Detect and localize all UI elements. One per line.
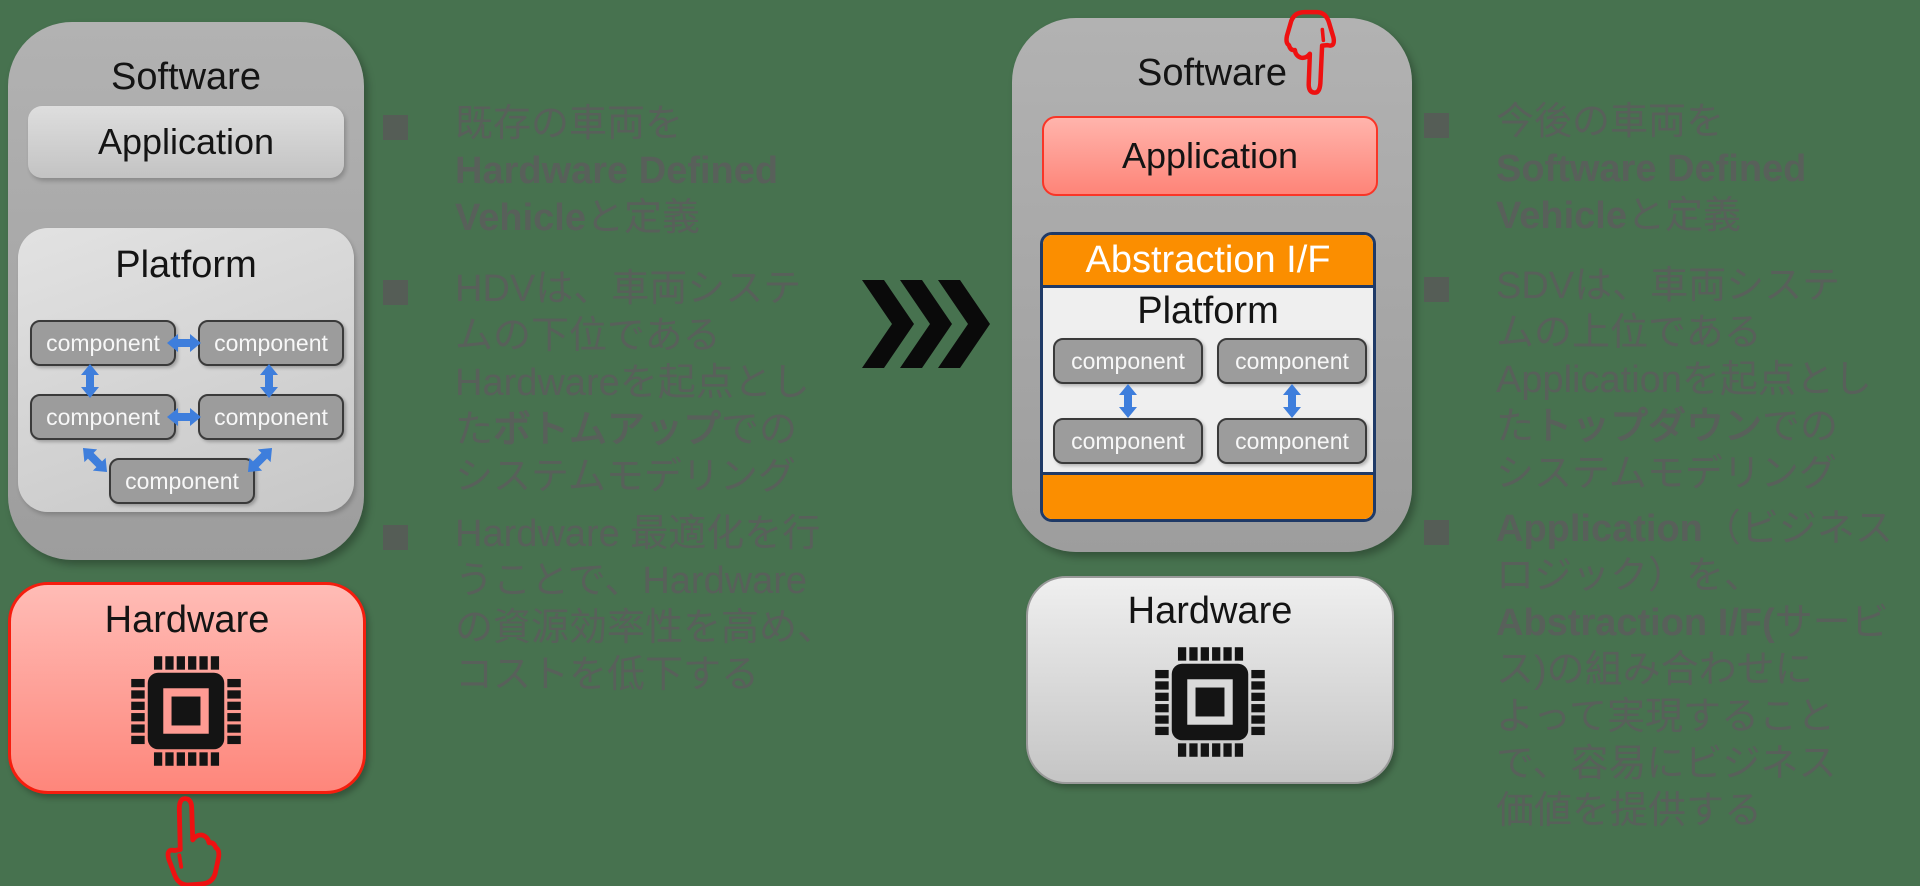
right-bullet-3: Application（ビジネス ロジック）を、 Abstraction I/F… — [1424, 506, 1920, 835]
left-bullet-3: Hardware 最適化を行 うことで、Hardware の資源効率性を高め、 … — [383, 511, 923, 699]
bullet-text: SDVは、車両システ ムの上位である Applicationを起点とし たトップ… — [1496, 265, 1872, 495]
abstraction-if-label: Abstraction I/F — [1043, 235, 1373, 288]
bullet-square-icon — [1424, 277, 1449, 302]
bullet-text: 今後の車両を Software Defined Vehicleと定義 — [1496, 101, 1807, 237]
left-software-title: Software — [111, 56, 261, 98]
arrow-right-v2-icon — [1281, 383, 1303, 419]
right-hardware-box: Hardware — [1026, 576, 1394, 784]
left-hardware-title: Hardware — [104, 599, 270, 641]
left-component-3: component — [30, 394, 176, 440]
chevron-right-icon — [900, 280, 952, 368]
left-bullet-1: 既存の車両を Hardware Defined Vehicleと定義 — [383, 101, 923, 242]
arrow-left-h2-icon — [166, 406, 202, 428]
cpu-chip-icon — [1155, 647, 1265, 757]
right-software-title: Software — [1137, 52, 1287, 94]
left-hardware-box: Hardware — [8, 582, 366, 794]
arrow-left-v1-icon — [79, 363, 101, 399]
right-component-1: component — [1053, 338, 1203, 384]
left-component-4: component — [198, 394, 344, 440]
left-component-1: component — [30, 320, 176, 366]
cpu-chip-icon — [131, 656, 241, 766]
bullet-square-icon — [1424, 113, 1449, 138]
right-platform-title: Platform — [1137, 290, 1279, 332]
chevron-right-icon — [862, 280, 914, 368]
arrow-left-v2-icon — [258, 363, 280, 399]
right-application-box: Application — [1042, 116, 1378, 196]
pointing-hand-down-icon — [1284, 9, 1337, 95]
bullet-text: Hardware 最適化を行 うことで、Hardware の資源効率性を高め、 … — [455, 513, 836, 696]
left-bullet-2: HDVは、車両システ ムの下位である Hardwareを起点とし たボトムアップ… — [383, 266, 923, 501]
arrow-left-diag2-icon — [239, 439, 280, 480]
arrow-right-v1-icon — [1117, 383, 1139, 419]
bullet-square-icon — [383, 115, 408, 140]
right-hardware-title: Hardware — [1127, 590, 1293, 632]
bullet-text: Application（ビジネス ロジック）を、 Abstraction I/F… — [1496, 508, 1893, 832]
right-bullet-2: SDVは、車両システ ムの上位である Applicationを起点とし たトップ… — [1424, 263, 1920, 498]
pointing-hand-up-icon — [165, 796, 222, 886]
right-component-2: component — [1217, 338, 1367, 384]
arrow-left-h1-icon — [166, 332, 202, 354]
left-software-container: Software Application Platform component … — [8, 22, 364, 560]
bullet-square-icon — [383, 525, 408, 550]
bullet-square-icon — [383, 280, 408, 305]
right-bullet-1: 今後の車両を Software Defined Vehicleと定義 — [1424, 99, 1920, 240]
left-platform-title: Platform — [115, 244, 257, 286]
right-software-container: Software Application Abstraction I/F Pla… — [1012, 18, 1412, 552]
bullet-text: HDVは、車両システ ムの下位である Hardwareを起点とし たボトムアップ… — [455, 268, 810, 498]
left-component-2: component — [198, 320, 344, 366]
right-component-3: component — [1053, 418, 1203, 464]
right-platform-area: Platform component component component c… — [1043, 288, 1373, 472]
left-component-5: component — [109, 458, 255, 504]
arrow-left-diag1-icon — [74, 439, 115, 480]
bullet-text: 既存の車両を Hardware Defined Vehicleと定義 — [455, 103, 779, 239]
abstraction-if-footer — [1043, 472, 1373, 519]
abstraction-if-box: Abstraction I/F Platform component compo… — [1040, 232, 1376, 522]
left-platform-box: Platform component component component c… — [18, 228, 354, 512]
right-component-4: component — [1217, 418, 1367, 464]
bullet-square-icon — [1424, 520, 1449, 545]
chevron-right-icon — [938, 280, 990, 368]
left-application-box: Application — [28, 106, 344, 178]
